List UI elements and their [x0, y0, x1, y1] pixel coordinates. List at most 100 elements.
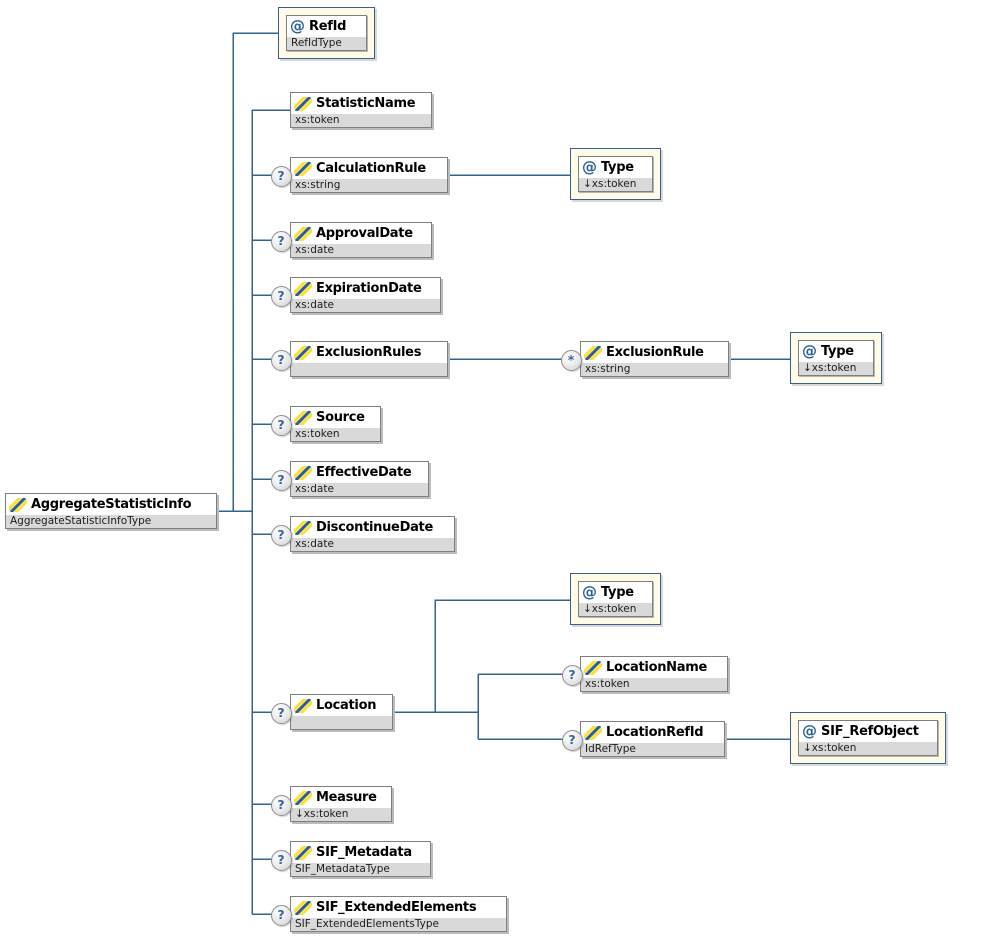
node-type-label: ↓xs:token: [799, 742, 937, 755]
attribute-icon: @: [582, 158, 597, 176]
node-label: LocationName: [606, 660, 707, 675]
element-icon: [292, 461, 314, 484]
node-label: LocationRefId: [606, 725, 704, 740]
node-type-label: IdRefType: [581, 743, 724, 756]
node-label: SIF_ExtendedElements: [316, 900, 477, 915]
node-title-row: ExclusionRule: [581, 341, 728, 364]
node-type-label: xs:date: [291, 538, 454, 551]
element-icon: [292, 694, 314, 717]
node-type-label: xs:date: [291, 299, 440, 312]
node-label: RefId: [309, 19, 347, 34]
measure-node[interactable]: Measure↓xs:token: [290, 786, 392, 822]
occurrence-indicator: ?: [270, 414, 292, 436]
calculation-rule-type-node[interactable]: @Type↓xs:token: [578, 156, 653, 192]
occurrence-indicator: ?: [561, 664, 583, 686]
element-icon: [292, 222, 314, 245]
node-title-row: LocationName: [581, 656, 727, 679]
element-icon: [582, 721, 604, 744]
element-icon: [292, 786, 314, 809]
node-title-row: @ RefId: [287, 16, 366, 37]
node-label: CalculationRule: [316, 161, 426, 176]
node-label: ExpirationDate: [316, 281, 422, 296]
node-title-row: DiscontinueDate: [291, 516, 454, 539]
node-label: Type: [601, 585, 634, 600]
occurrence-indicator: ?: [270, 165, 292, 187]
exclusion-rules-node[interactable]: ExclusionRules: [290, 341, 448, 377]
node-type-label: xs:token: [291, 428, 380, 441]
node-label: Source: [316, 410, 365, 425]
occurrence-indicator: ?: [270, 469, 292, 491]
exclusion-rule-type-attribute-box[interactable]: @ Type ↓xs:token: [790, 332, 882, 384]
node-title-row: SIF_Metadata: [291, 841, 430, 864]
node-title-row: @Type: [579, 157, 652, 178]
node-title-row: Measure: [291, 786, 391, 809]
node-label: ApprovalDate: [316, 226, 413, 241]
attribute-icon: @: [802, 342, 817, 360]
calculation-rule-type-attribute-box[interactable]: @Type↓xs:token: [570, 148, 661, 200]
element-icon: [582, 341, 604, 364]
node-title-row: StatisticName: [291, 92, 431, 115]
node-title-row: @ Type: [579, 582, 652, 603]
node-label: EffectiveDate: [316, 465, 412, 480]
node-title-row: SIF_ExtendedElements: [291, 896, 506, 919]
node-type-label: xs:string: [291, 179, 447, 192]
approval-date-node[interactable]: ApprovalDate xs:date: [290, 222, 432, 258]
attribute-icon: @: [582, 583, 597, 601]
location-type-attribute-box[interactable]: @Type↓xs:token: [570, 573, 661, 625]
node-type-label: xs:token: [581, 678, 727, 691]
node-type-label: xs:string: [581, 363, 728, 376]
occurrence-indicator: ?: [270, 794, 292, 816]
node-label: Type: [821, 344, 854, 359]
occurrence-indicator: ?: [270, 702, 292, 724]
node-type-label: RefIdType: [287, 37, 366, 50]
location-node[interactable]: Location: [290, 694, 393, 730]
node-type-label: [291, 363, 447, 376]
node-title-row: CalculationRule: [291, 157, 447, 180]
occurrence-indicator: ?: [270, 349, 292, 371]
source-node[interactable]: Source xs:token: [290, 406, 381, 442]
exclusion-rule-type-node[interactable]: @ Type ↓xs:token: [798, 340, 874, 376]
node-title-row: ExclusionRules: [291, 341, 447, 364]
node-label: StatisticName: [316, 96, 416, 111]
element-icon: [292, 516, 314, 539]
location-name-node[interactable]: LocationName xs:token: [580, 656, 728, 692]
element-icon: [7, 493, 29, 516]
node-type-label: ↓xs:token: [799, 362, 873, 375]
node-type-label: AggregateStatisticInfoType: [6, 515, 216, 528]
location-type-node[interactable]: @Type↓xs:token: [578, 581, 653, 617]
attribute-icon: @: [802, 722, 817, 740]
exclusion-rule-node[interactable]: ExclusionRule xs:string: [580, 341, 729, 377]
node-label: Location: [316, 698, 377, 713]
node-type-label: [291, 716, 392, 729]
element-icon: [292, 341, 314, 364]
element-icon: [292, 277, 314, 300]
node-type-label: xs:date: [291, 244, 431, 257]
occurrence-indicator: *: [560, 349, 582, 371]
node-type-label: SIF_MetadataType: [291, 863, 430, 876]
connector-line: [232, 32, 278, 511]
node-label: ExclusionRules: [316, 345, 422, 360]
effective-date-node[interactable]: EffectiveDate xs:date: [290, 461, 429, 497]
node-title-row: EffectiveDate: [291, 461, 428, 484]
occurrence-indicator: ?: [270, 524, 292, 546]
element-icon: [292, 896, 314, 919]
calculation-rule-node[interactable]: CalculationRule xs:string: [290, 157, 448, 193]
expiration-date-node[interactable]: ExpirationDate xs:date: [290, 277, 441, 313]
sif-refobject-node[interactable]: @SIF_RefObject↓xs:token: [798, 720, 938, 756]
sif-refobject-attribute-box[interactable]: @SIF_RefObject↓xs:token: [790, 712, 946, 764]
occurrence-indicator: ?: [270, 285, 292, 307]
node-type-label: ↓xs:token: [291, 808, 391, 821]
attribute-icon: @: [290, 17, 305, 35]
node-type-label: xs:date: [291, 483, 428, 496]
node-label: ExclusionRule: [606, 345, 704, 360]
